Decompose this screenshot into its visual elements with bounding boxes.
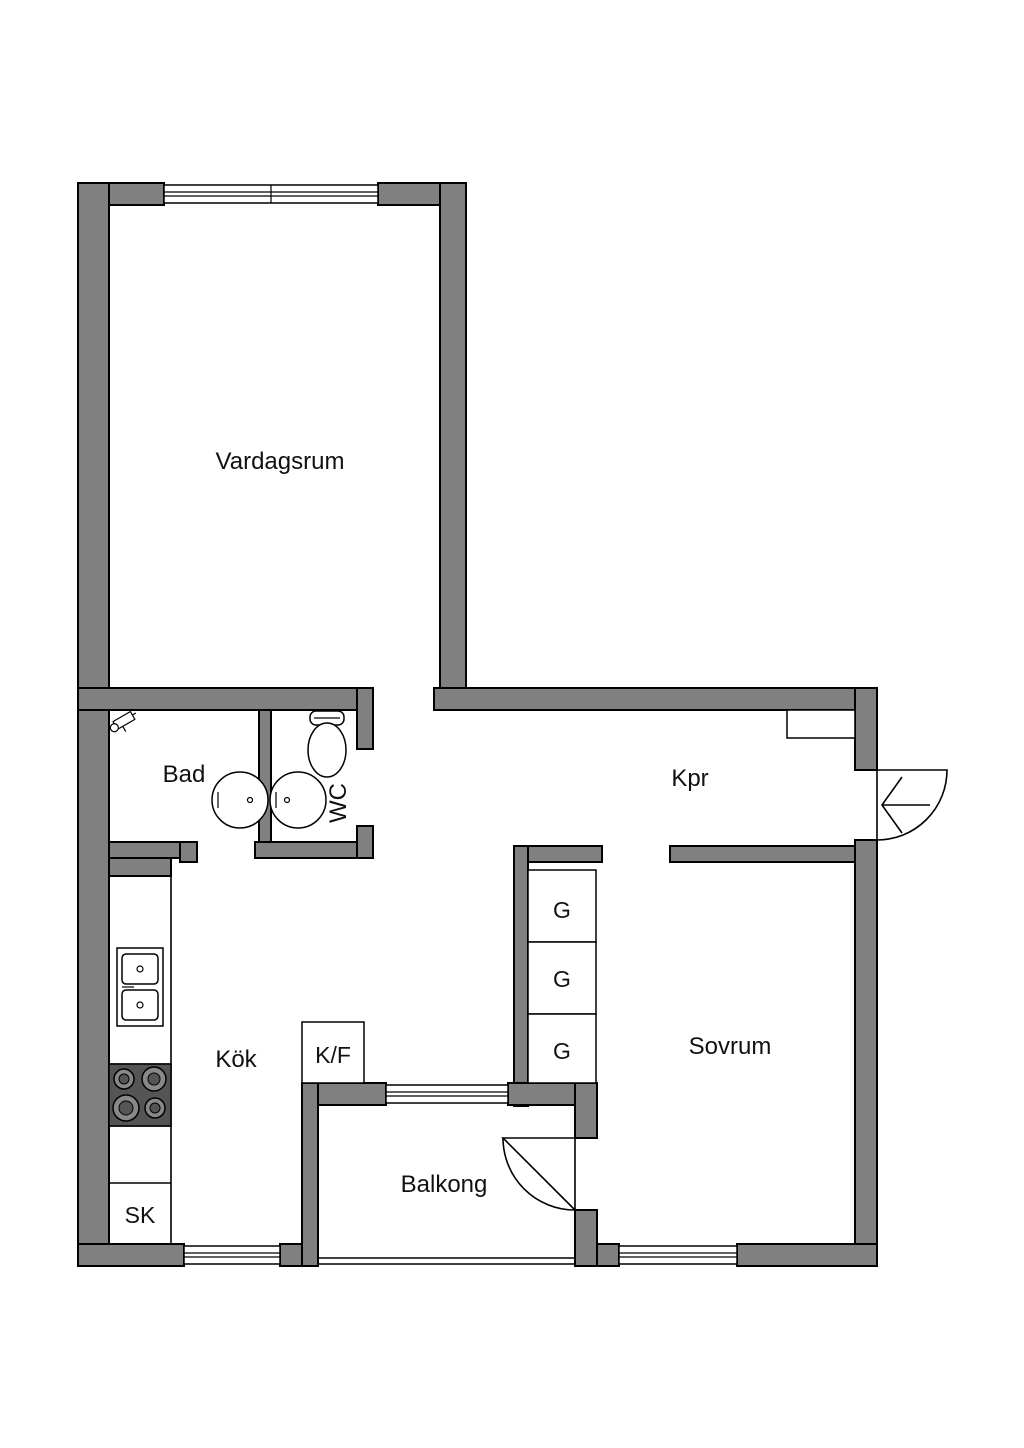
exterior-walls [77, 182, 878, 1267]
window-balcony-door [385, 1084, 509, 1104]
window-kitchen [183, 1245, 281, 1265]
windows [163, 184, 738, 1265]
room-label-kpr: Kpr [671, 765, 708, 792]
fixture-label-kf: K/F [315, 1042, 351, 1068]
fridge-freezer [301, 1021, 365, 1084]
room-label-kok: Kök [215, 1046, 257, 1073]
stove-icon [108, 1063, 172, 1127]
room-label-sovrum: Sovrum [689, 1033, 772, 1060]
double-sink-icon [116, 947, 164, 1027]
balcony-railing [318, 1257, 575, 1265]
wardrobe-label-1: G [553, 897, 571, 923]
room-labels: Vardagsrum Bad WC Kpr Kök Sovrum Balkong [163, 448, 772, 1198]
entrance-door [876, 769, 948, 841]
fixture-labels: K/F SK G G G [125, 897, 571, 1228]
room-label-balkong: Balkong [401, 1171, 488, 1198]
doors [501, 769, 948, 1211]
fixture-label-sk: SK [125, 1202, 156, 1228]
room-label-bad: Bad [163, 761, 206, 788]
window-bedroom [618, 1245, 738, 1265]
shower-head-icon [109, 710, 137, 733]
room-label-wc: WC [325, 783, 352, 823]
hall-cabinet [786, 709, 856, 739]
balcony-door [501, 1137, 576, 1211]
arrow-left-icon [881, 776, 930, 834]
wardrobe-label-3: G [553, 1038, 571, 1064]
washbasin-wc-icon [269, 771, 327, 829]
wardrobe-label-2: G [553, 966, 571, 992]
washbasin-icon [211, 771, 269, 829]
kitchen-counter [109, 876, 172, 1244]
room-label-vardagsrum: Vardagsrum [216, 448, 345, 475]
window-living-room [163, 184, 379, 204]
interior-walls [77, 687, 856, 1267]
toilet-icon [307, 710, 347, 778]
wardrobes [527, 869, 597, 1084]
